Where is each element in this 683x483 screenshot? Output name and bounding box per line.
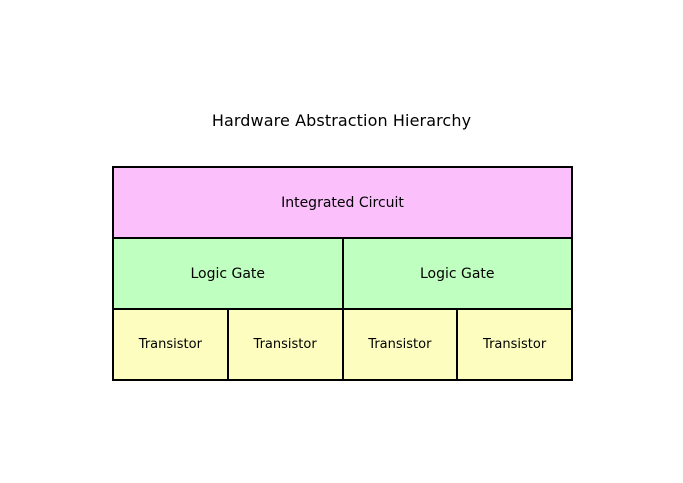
hierarchy-row-integrated-circuit: Integrated Circuit [114,168,571,237]
block-logic-gate-1[interactable]: Logic Gate [114,239,342,308]
block-label: Transistor [483,337,547,352]
block-transistor-3[interactable]: Transistor [341,310,457,379]
block-label: Transistor [138,337,202,352]
block-logic-gate-2[interactable]: Logic Gate [341,239,571,308]
block-label: Logic Gate [419,265,495,282]
page-title: Hardware Abstraction Hierarchy [211,111,472,130]
hierarchy-row-transistor: Transistor Transistor Transistor Transis… [114,308,571,379]
hierarchy-row-logic-gate: Logic Gate Logic Gate [114,237,571,308]
block-label: Transistor [253,337,317,352]
block-label: Logic Gate [190,265,266,282]
hardware-abstraction-hierarchy: Integrated Circuit Logic Gate Logic Gate… [112,166,573,381]
block-label: Integrated Circuit [281,194,404,211]
block-integrated-circuit[interactable]: Integrated Circuit [114,168,571,237]
block-transistor-4[interactable]: Transistor [456,310,571,379]
block-transistor-1[interactable]: Transistor [114,310,227,379]
block-transistor-2[interactable]: Transistor [226,310,342,379]
block-label: Transistor [368,337,432,352]
